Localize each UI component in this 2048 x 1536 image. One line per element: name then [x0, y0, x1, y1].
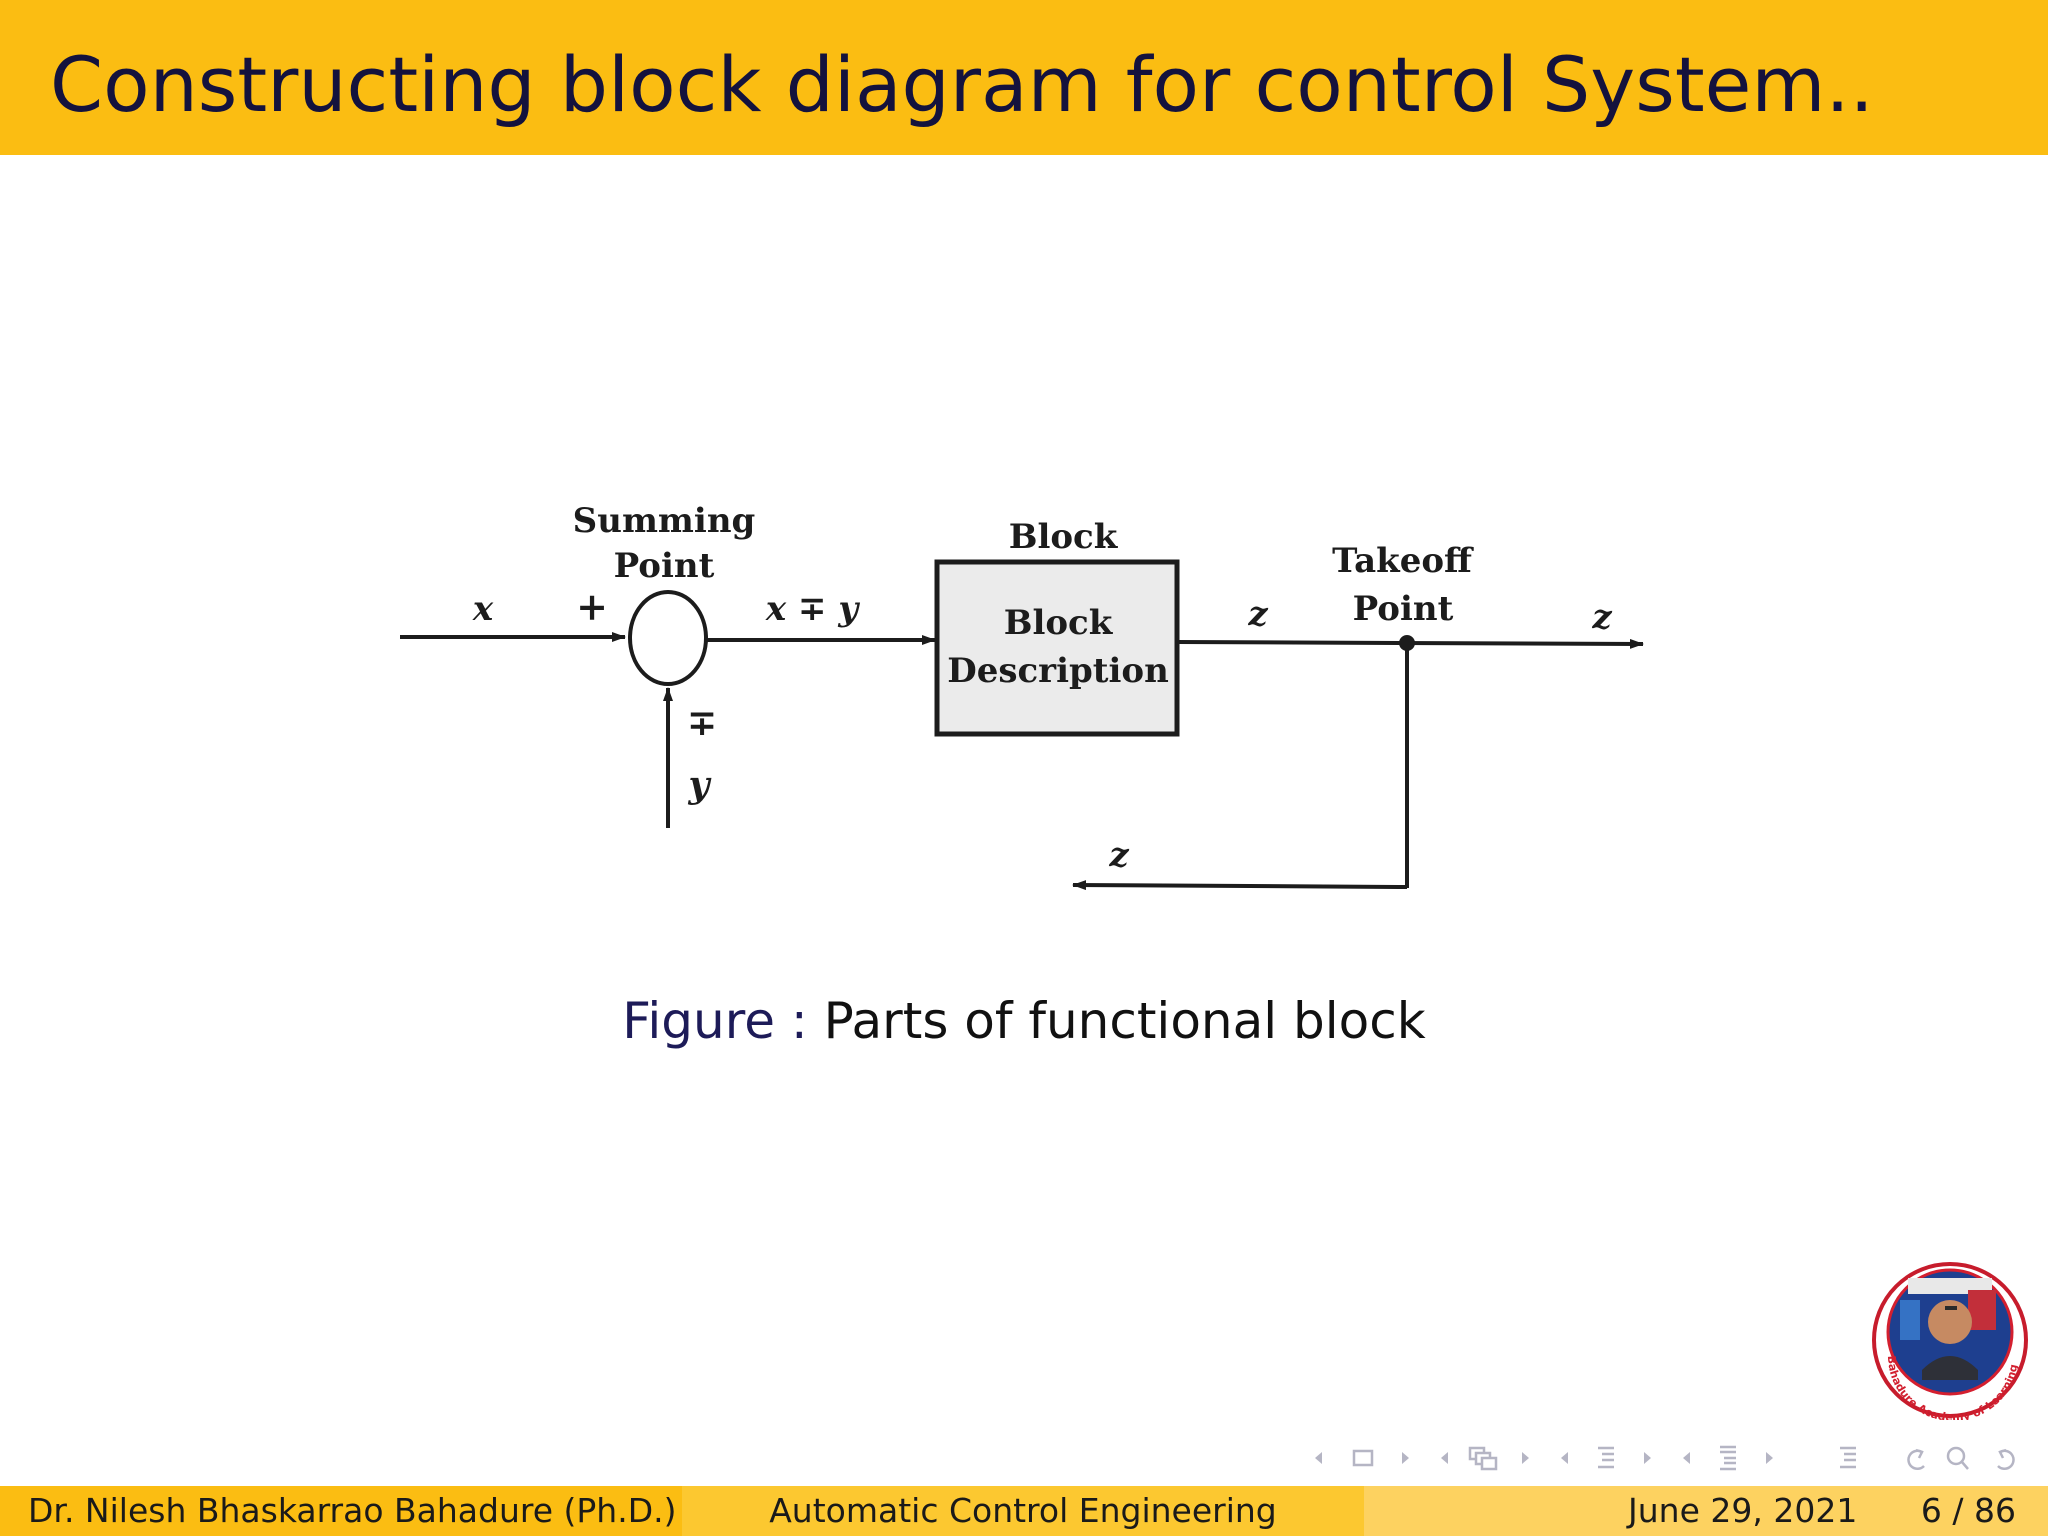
- nav-frame-next-icon[interactable]: [1402, 1452, 1409, 1464]
- nav-subsection-next-icon[interactable]: [1522, 1452, 1529, 1464]
- footer-date-segment: June 29, 2021 6 / 86: [1364, 1486, 2048, 1536]
- figure-caption-label: Figure :: [622, 992, 808, 1050]
- nav-doc-prev-icon[interactable]: [1683, 1452, 1690, 1464]
- summing-point-label-1: Summing: [573, 501, 756, 541]
- footer-author-segment: Dr. Nilesh Bhaskarrao Bahadure (Ph.D.): [0, 1486, 682, 1536]
- academy-logo: Bahadure Academy of Learning: [1872, 1262, 2028, 1420]
- plus-sign-label: +: [576, 584, 608, 629]
- footer-author: Dr. Nilesh Bhaskarrao Bahadure (Ph.D.): [28, 1491, 677, 1530]
- block-diagram: Summing Point Block Block Description Ta…: [400, 501, 1644, 891]
- beamer-navigation: [1315, 1445, 2015, 1471]
- footer-date: June 29, 2021: [1628, 1491, 1858, 1530]
- takeoff-point-label-1: Takeoff: [1332, 541, 1474, 581]
- footer-bar: Dr. Nilesh Bhaskarrao Bahadure (Ph.D.) A…: [0, 1486, 2048, 1536]
- feedback-z-label: z: [1108, 835, 1129, 875]
- summing-point-label-2: Point: [614, 546, 715, 586]
- nav-frame-icon[interactable]: [1352, 1449, 1374, 1467]
- takeoff-point-label-2: Point: [1353, 589, 1454, 629]
- input-x-label: x: [472, 589, 494, 629]
- sum-output-label: x ∓ y: [765, 589, 860, 629]
- nav-search-icon[interactable]: [1946, 1446, 1969, 1470]
- nav-doc-next-icon[interactable]: [1766, 1452, 1773, 1464]
- feedback-line: [1072, 880, 1408, 891]
- nav-subsection-prev-icon[interactable]: [1441, 1452, 1448, 1464]
- footer-course-segment: Automatic Control Engineering: [682, 1486, 1364, 1536]
- slide-title: Constructing block diagram for control S…: [50, 40, 1874, 129]
- output-z-block-label: z: [1247, 594, 1268, 634]
- summing-point-circle: [628, 590, 708, 686]
- output-z-right-label: z: [1591, 597, 1612, 637]
- block-desc-label-1: Block: [1004, 603, 1114, 643]
- functional-block: [934, 559, 1180, 737]
- block-title-label: Block: [1009, 517, 1119, 557]
- nav-section-icon[interactable]: [1598, 1446, 1614, 1469]
- nav-appendix-icon[interactable]: [1840, 1446, 1856, 1469]
- nav-section-prev-icon[interactable]: [1561, 1452, 1568, 1464]
- footer-page-number: 6 / 86: [1920, 1491, 2016, 1530]
- minus-plus-sign-label: ∓: [687, 702, 717, 744]
- nav-subsection-icon[interactable]: [1468, 1446, 1498, 1471]
- nav-back-icon[interactable]: [1907, 1448, 1925, 1471]
- footer-course: Automatic Control Engineering: [769, 1491, 1277, 1530]
- nav-forward-icon[interactable]: [1997, 1448, 2015, 1471]
- figure-caption: Figure : Parts of functional block: [0, 992, 2048, 1050]
- figure-caption-text: Parts of functional block: [823, 992, 1426, 1050]
- nav-document-icon[interactable]: [1720, 1445, 1736, 1471]
- block-desc-label-2: Description: [947, 651, 1169, 691]
- nav-section-next-icon[interactable]: [1644, 1452, 1651, 1464]
- nav-frame-prev-icon[interactable]: [1315, 1452, 1322, 1464]
- title-bar: Constructing block diagram for control S…: [0, 0, 2048, 155]
- input-y-label: y: [688, 764, 712, 806]
